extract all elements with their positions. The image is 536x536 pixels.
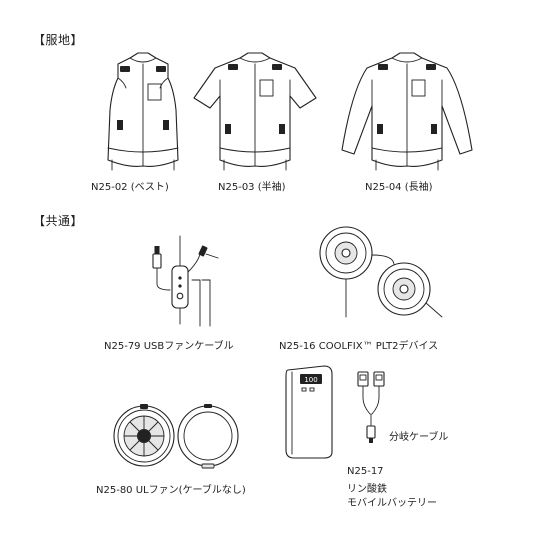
coolfix-device-caption: N25-16 COOLFIX™ PLT2デバイス: [279, 341, 439, 352]
usb-fan-cable-caption: N25-79 USBファンケーブル: [104, 341, 234, 352]
ul-fan-caption: N25-80 ULファン(ケーブルなし): [96, 485, 246, 496]
section-fabric-heading: 【服地】: [33, 33, 84, 47]
battery-line1-caption: リン酸鉄: [347, 484, 387, 495]
ul-fan-illustration: [113, 404, 239, 469]
svg-text:100: 100: [304, 376, 317, 384]
half-sleeve-caption: N25-03 (半袖): [218, 182, 286, 193]
long-sleeve-jacket-illustration: [341, 52, 473, 171]
mobile-battery-illustration: 100: [285, 365, 333, 459]
coolfix-device-illustration: [319, 226, 443, 318]
long-sleeve-caption: N25-04 (長袖): [365, 182, 433, 193]
usb-fan-cable-illustration: [152, 235, 219, 327]
battery-line2-caption: モバイルバッテリー: [347, 498, 437, 509]
vest-caption: N25-02 (ベスト): [91, 182, 169, 193]
battery-code-caption: N25-17: [347, 466, 384, 477]
splitter-cable-caption: 分岐ケーブル: [389, 432, 449, 443]
section-common-heading: 【共通】: [33, 214, 84, 228]
half-sleeve-jacket-illustration: [193, 52, 317, 171]
vest-illustration: [107, 52, 179, 171]
splitter-cable-illustration: [357, 371, 385, 443]
